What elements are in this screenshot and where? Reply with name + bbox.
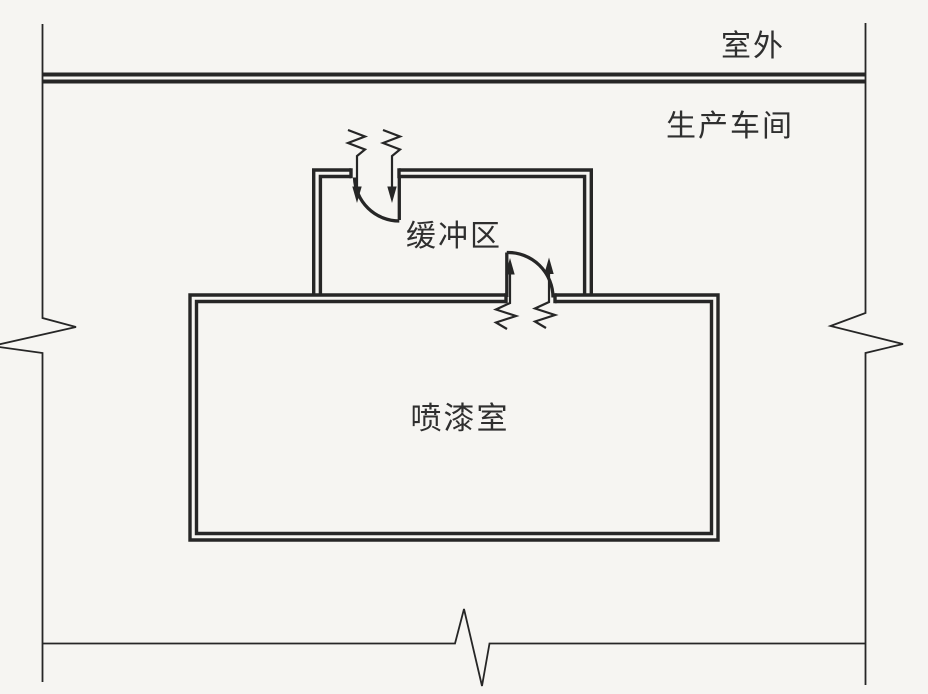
paint-room-walls — [188, 293, 720, 542]
airflow-arrows-top-door — [344, 128, 404, 203]
exterior-double-wall — [42, 72, 866, 84]
paint-room-outer-wall — [188, 293, 720, 542]
paint-room-inner-wall — [194, 299, 714, 536]
door-swing-arc — [506, 250, 555, 298]
label-buffer-zone: 缓冲区 — [406, 220, 502, 253]
label-workshop: 生产车间 — [666, 110, 794, 143]
workshop-boundary — [0, 23, 904, 687]
airflow-arrows-bottom-door — [492, 257, 559, 330]
spring-zigzag — [344, 128, 369, 188]
buffer-zone-walls — [312, 168, 593, 296]
spring-zigzag — [531, 274, 559, 329]
airflow-spring-arrow-down-icon — [379, 128, 404, 203]
spring-zigzag — [379, 128, 404, 188]
door-paintroom-to-buffer — [505, 250, 555, 298]
arrowhead-down — [387, 186, 397, 203]
label-paint-room: 喷漆室 — [410, 401, 510, 436]
airflow-spring-arrow-up-icon — [531, 257, 559, 329]
buffer-inner-wall — [318, 174, 587, 296]
airflow-spring-arrow-up-icon — [492, 258, 520, 330]
spring-zigzag — [492, 274, 520, 330]
bottom-boundary-line-with-break-symbol — [42, 608, 866, 687]
door-workshop-to-buffer — [352, 176, 401, 223]
door-swing-arc — [352, 177, 400, 223]
arrowhead-up — [544, 257, 554, 274]
arrowhead-up — [505, 258, 515, 275]
label-outdoor: 室外 — [721, 30, 785, 63]
buffer-outer-wall — [312, 168, 593, 296]
arrowhead-down — [352, 186, 362, 203]
right-boundary-line-with-break-symbol — [827, 23, 904, 685]
airflow-spring-arrow-down-icon — [344, 128, 369, 203]
left-boundary-line-with-break-symbol — [0, 24, 77, 682]
